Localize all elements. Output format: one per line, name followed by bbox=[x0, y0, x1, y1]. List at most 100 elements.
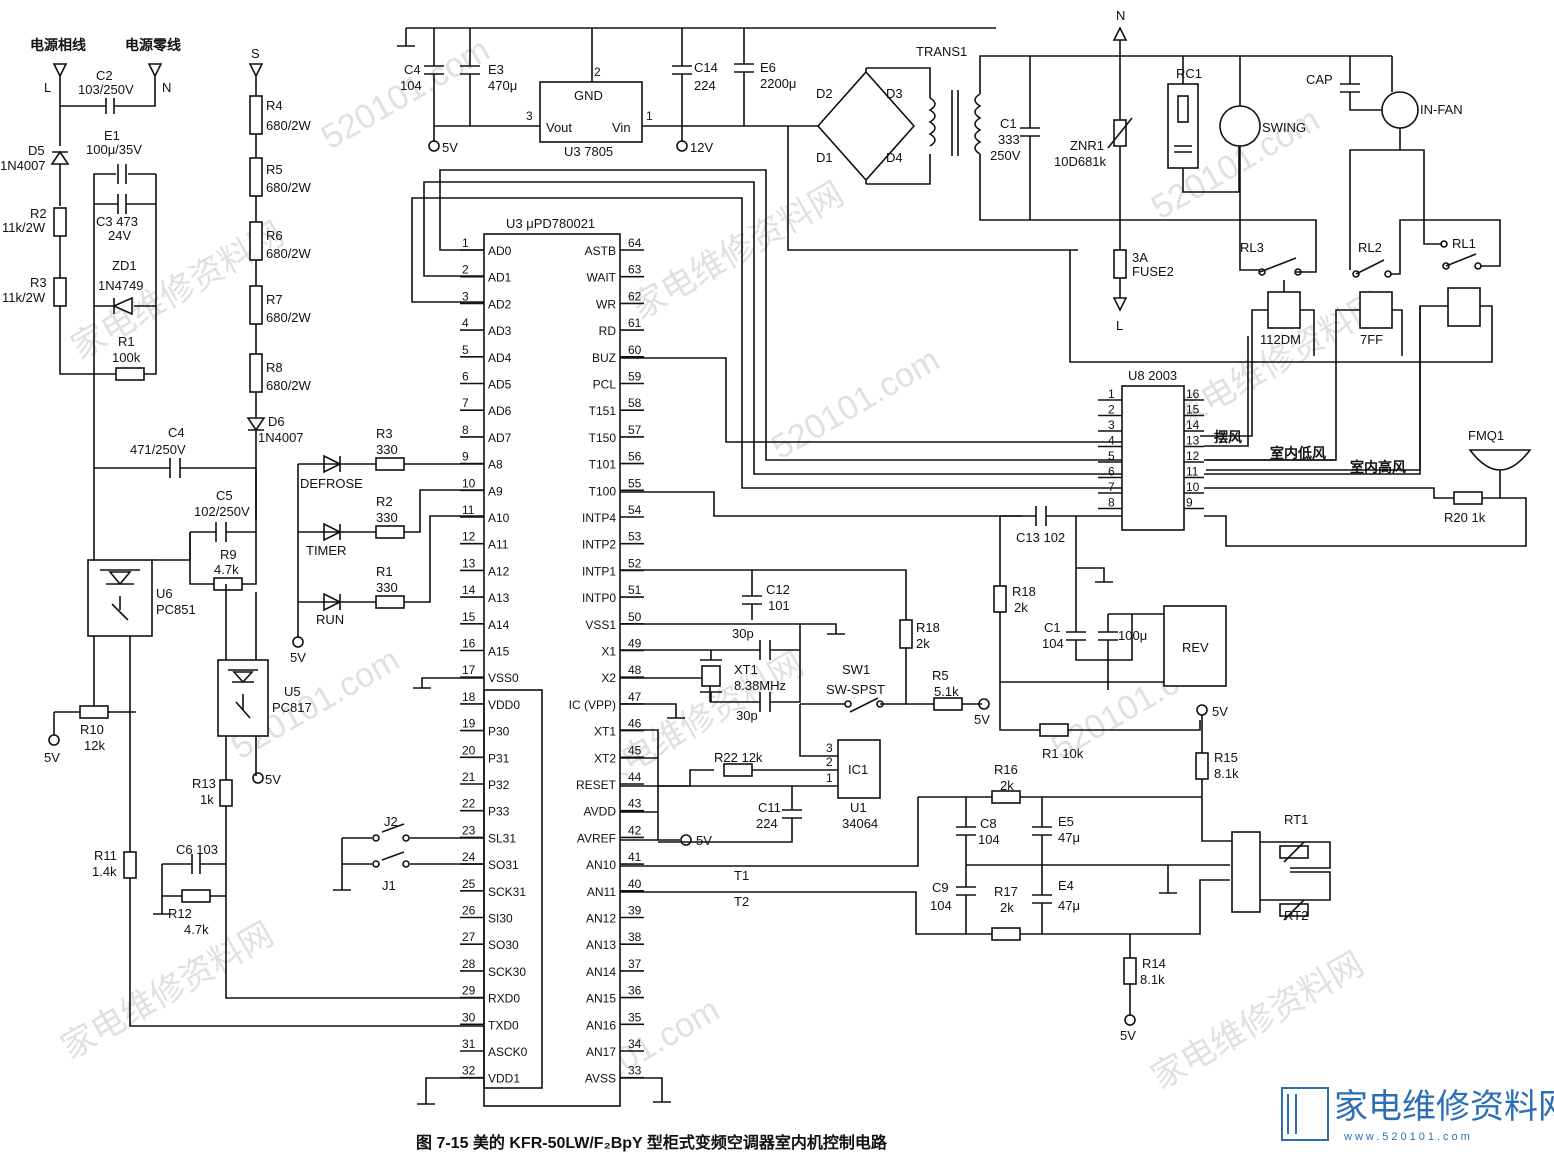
svg-text:C8: C8 bbox=[980, 816, 997, 831]
svg-text:E6: E6 bbox=[760, 60, 776, 75]
mcu-pin-number: 2 bbox=[462, 263, 469, 277]
svg-text:2k: 2k bbox=[1014, 600, 1028, 615]
svg-text:330: 330 bbox=[376, 510, 398, 525]
mcu-pin-number: 37 bbox=[628, 957, 642, 971]
mcu-pin-name: ASCK0 bbox=[488, 1045, 528, 1059]
svg-text:2: 2 bbox=[594, 65, 601, 79]
mcu-pin-name: TXD0 bbox=[488, 1018, 519, 1032]
svg-text:RL3: RL3 bbox=[1240, 240, 1264, 255]
svg-text:U6: U6 bbox=[156, 586, 173, 601]
svg-text:R20 1k: R20 1k bbox=[1444, 510, 1486, 525]
svg-text:T2: T2 bbox=[734, 894, 749, 909]
mcu-pin-number: 13 bbox=[462, 556, 476, 570]
mcu-pin-name: AN12 bbox=[586, 912, 616, 926]
svg-text:520101.com: 520101.com bbox=[765, 340, 946, 466]
mcu-pin-name: A12 bbox=[488, 564, 510, 578]
mcu-pin-name: T101 bbox=[589, 458, 617, 472]
mcu-pin-name: BUZ bbox=[592, 351, 616, 365]
mcu-pin-name: A8 bbox=[488, 458, 503, 472]
svg-text:11k/2W: 11k/2W bbox=[2, 290, 46, 305]
mcu-pin-number: 53 bbox=[628, 530, 642, 544]
svg-text:7FF: 7FF bbox=[1360, 332, 1383, 347]
mcu-pin-name: XT2 bbox=[594, 751, 616, 765]
mcu-pin-name: RD bbox=[599, 324, 617, 338]
power-input-section: 电源相线 电源零线 L N C2 103/250V D5 1N4007 R2 1… bbox=[0, 37, 484, 1027]
mcu-pin-name: WAIT bbox=[586, 271, 616, 285]
mcu-pin-number: 35 bbox=[628, 1010, 642, 1024]
svg-text:R1 10k: R1 10k bbox=[1042, 746, 1084, 761]
svg-text:D5: D5 bbox=[28, 143, 45, 158]
relay-load-section: RC1 SWING CAP IN-FAN RL3 112DM RL2 7FF R… bbox=[1069, 55, 1501, 471]
driver-pin-number: 6 bbox=[1108, 465, 1115, 479]
svg-text:5V: 5V bbox=[442, 140, 458, 155]
svg-text:333: 333 bbox=[998, 132, 1020, 147]
mcu-pin-name: A9 bbox=[488, 484, 503, 498]
svg-text:D6: D6 bbox=[268, 414, 285, 429]
mcu-pin-name: AD4 bbox=[488, 351, 512, 365]
mcu-pin-name: P30 bbox=[488, 725, 510, 739]
mcu-pin-number: 30 bbox=[462, 1010, 476, 1024]
svg-text:3: 3 bbox=[526, 109, 533, 123]
mcu-pin-number: 17 bbox=[462, 663, 476, 677]
mcu-pin-number: 34 bbox=[628, 1037, 642, 1051]
svg-text:DEFROSE: DEFROSE bbox=[300, 476, 363, 491]
svg-text:C6 103: C6 103 bbox=[176, 842, 218, 857]
svg-text:ZD1: ZD1 bbox=[112, 258, 137, 273]
driver-pin-number: 9 bbox=[1186, 496, 1193, 510]
svg-text:D2: D2 bbox=[816, 86, 833, 101]
driver-pin-number: 3 bbox=[1108, 418, 1115, 432]
mcu-pin-name: A13 bbox=[488, 591, 510, 605]
mcu-pin-number: 15 bbox=[462, 610, 476, 624]
svg-text:C9: C9 bbox=[932, 880, 949, 895]
svg-text:J1: J1 bbox=[382, 878, 396, 893]
mcu-pin-number: 45 bbox=[628, 743, 642, 757]
mcu-pin-number: 18 bbox=[462, 690, 476, 704]
svg-text:RT2: RT2 bbox=[1284, 908, 1308, 923]
driver-pin-number: 4 bbox=[1108, 434, 1115, 448]
mcu-pin-number: 57 bbox=[628, 423, 642, 437]
mcu-pin-name: INTP1 bbox=[582, 564, 616, 578]
mcu-pin-number: 1 bbox=[462, 236, 469, 250]
svg-text:E5: E5 bbox=[1058, 814, 1074, 829]
svg-text:470μ: 470μ bbox=[488, 78, 517, 93]
svg-text:30p: 30p bbox=[732, 626, 754, 641]
mcu-pin-name: WR bbox=[596, 297, 616, 311]
svg-text:2: 2 bbox=[826, 755, 833, 769]
svg-text:10D681k: 10D681k bbox=[1054, 154, 1107, 169]
mcu-pin-number: 12 bbox=[462, 530, 476, 544]
mcu-pin-name: P32 bbox=[488, 778, 510, 792]
svg-text:R18: R18 bbox=[916, 620, 940, 635]
svg-text:C12: C12 bbox=[766, 582, 790, 597]
svg-text:104: 104 bbox=[400, 78, 422, 93]
mcu-pin-number: 38 bbox=[628, 930, 642, 944]
svg-text:104: 104 bbox=[978, 832, 1000, 847]
mcu-pin-number: 22 bbox=[462, 797, 476, 811]
svg-text:680/2W: 680/2W bbox=[266, 180, 312, 195]
driver-pin-number: 8 bbox=[1108, 496, 1115, 510]
mcu-pin-number: 10 bbox=[462, 476, 476, 490]
mcu-pin-name: T151 bbox=[589, 404, 617, 418]
mcu-pin-number: 60 bbox=[628, 343, 642, 357]
svg-text:1N4749: 1N4749 bbox=[98, 278, 144, 293]
svg-text:1.4k: 1.4k bbox=[92, 864, 117, 879]
svg-text:GND: GND bbox=[574, 88, 603, 103]
svg-text:R6: R6 bbox=[266, 228, 283, 243]
mcu-pin-number: 61 bbox=[628, 316, 642, 330]
mcu-pin-number: 62 bbox=[628, 289, 642, 303]
mcu-pin-name: P33 bbox=[488, 805, 510, 819]
mcu-pin-name: XT1 bbox=[594, 725, 616, 739]
svg-text:102/250V: 102/250V bbox=[194, 504, 250, 519]
mcu-pin-name: X1 bbox=[601, 645, 616, 659]
mcu-pin-number: 5 bbox=[462, 343, 469, 357]
svg-text:1N4007: 1N4007 bbox=[258, 430, 304, 445]
svg-text:47μ: 47μ bbox=[1058, 830, 1080, 845]
site-logo: 家电维修资料网 www.520101.com bbox=[1281, 1087, 1554, 1143]
mcu-pin-name: RXD0 bbox=[488, 992, 520, 1006]
mcu-pin-name: AD3 bbox=[488, 324, 512, 338]
svg-text:C11: C11 bbox=[758, 800, 781, 815]
mcu-pin-number: 40 bbox=[628, 877, 642, 891]
mcu-pin-name: AN17 bbox=[586, 1045, 616, 1059]
svg-text:D4: D4 bbox=[886, 150, 903, 165]
mcu-pin-number: 7 bbox=[462, 396, 469, 410]
